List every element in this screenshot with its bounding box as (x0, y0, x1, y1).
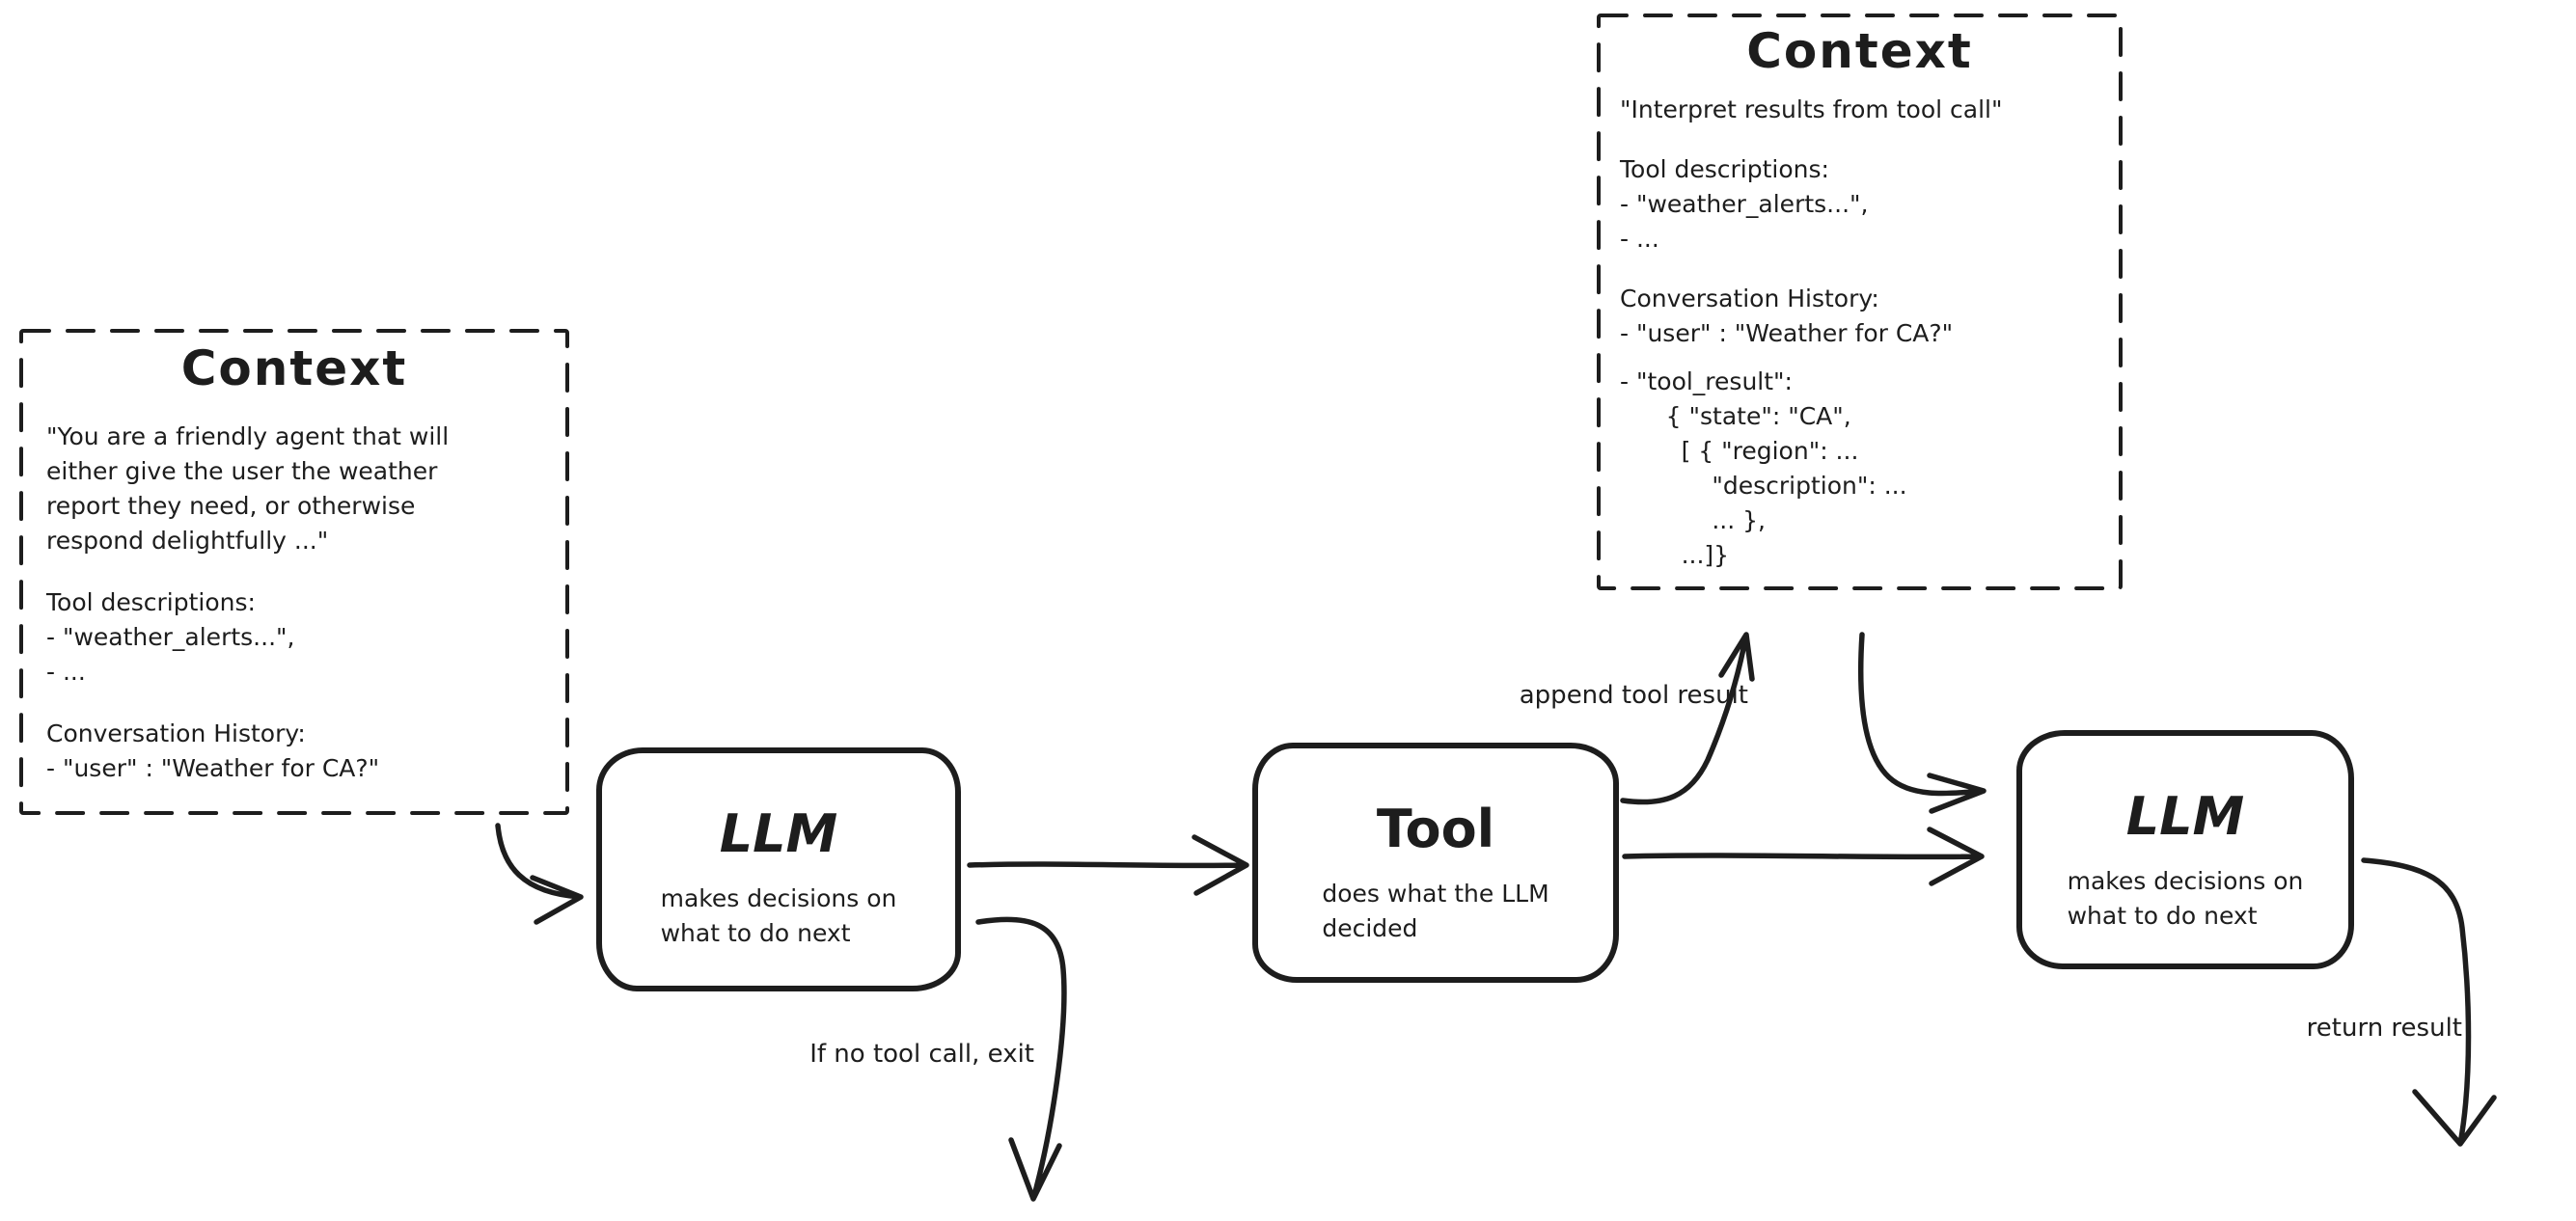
arrow-tool-to-llm2-icon (1622, 827, 1985, 886)
context-top-tool-descriptions: Tool descriptions: - "weather_alerts..."… (1620, 155, 1869, 253)
context-top-title: Context (1746, 23, 1973, 79)
context-top-conversation-history: Conversation History: - "user" : "Weathe… (1620, 285, 1954, 347)
node-tool: Tool does what the LLM decided (1252, 743, 1619, 983)
arrow-context-to-llm1-icon (495, 823, 584, 925)
context-left-conversation-history: Conversation History: - "user" : "Weathe… (46, 719, 380, 782)
context-box-top: Context "Interpret results from tool cal… (1597, 14, 2123, 590)
node-tool-title: Tool (1376, 799, 1495, 859)
node-tool-subtitle: does what the LLM decided (1322, 880, 1549, 942)
label-append-tool-result: append tool result (1519, 681, 1748, 710)
context-box-left: Context "You are a friendly agent that w… (19, 329, 569, 816)
label-if-no-tool-call-exit: If no tool call, exit (809, 1040, 1034, 1069)
context-left-tool-descriptions: Tool descriptions: - "weather_alerts..."… (46, 588, 295, 686)
arrow-tool-to-context-icon (1620, 632, 1755, 805)
label-return-result: return result (2306, 1014, 2462, 1043)
arrow-context-to-llm2-icon (1857, 632, 1987, 814)
node-llm-1: LLM makes decisions on what to do next (596, 747, 961, 991)
node-llm-2-title: LLM (2125, 786, 2245, 847)
arrow-llm1-to-tool-icon (967, 834, 1249, 896)
arrow-llm2-return-icon (2361, 857, 2497, 1147)
context-left-title: Context (180, 340, 408, 396)
node-llm-2: LLM makes decisions on what to do next (2016, 730, 2354, 969)
context-top-tool-result: - "tool_result": { "state": "CA", [ { "r… (1620, 367, 1907, 569)
context-left-system-prompt: "You are a friendly agent that will eith… (46, 422, 450, 555)
context-top-instruction: "Interpret results from tool call" (1620, 95, 2003, 123)
node-llm-2-subtitle: makes decisions on what to do next (2067, 867, 2304, 930)
node-llm-1-subtitle: makes decisions on what to do next (660, 884, 897, 947)
node-llm-1-title: LLM (719, 803, 838, 864)
